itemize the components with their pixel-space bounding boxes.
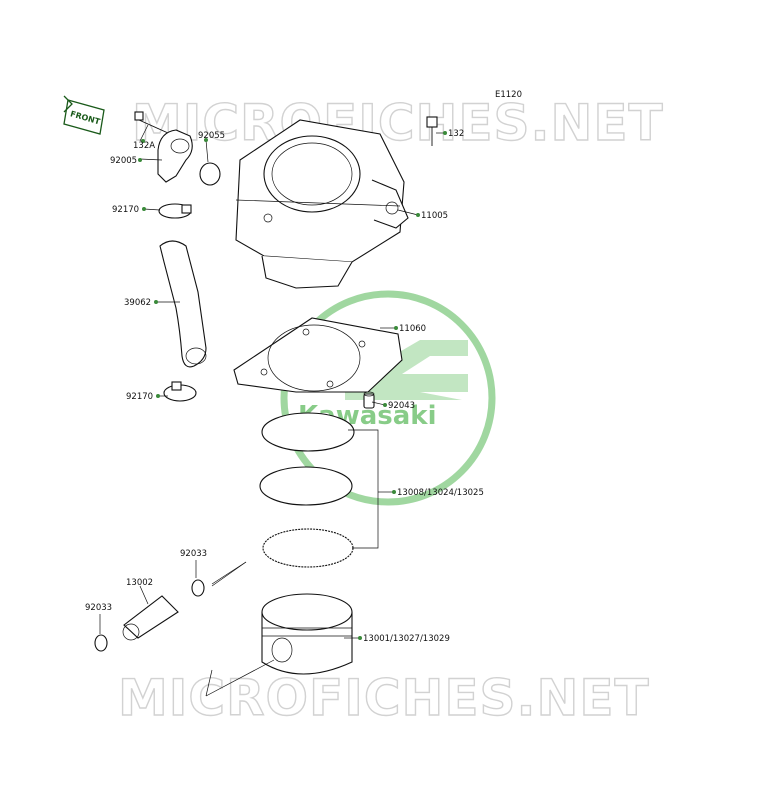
label-13002: 13002 (126, 578, 153, 588)
label-132a: 132A (133, 141, 155, 151)
ref-code: E1120 (495, 90, 522, 100)
hose-clamp-top-icon (158, 203, 192, 219)
label-92033-left: 92033 (85, 603, 112, 613)
snap-ring-right-icon (191, 579, 205, 597)
label-92005: 92005 (110, 156, 137, 166)
label-132: 132 (448, 129, 464, 139)
label-13008: 13008/13024/13025 (397, 488, 484, 498)
leader-lines (99, 124, 445, 639)
snap-ring-left-icon (94, 634, 108, 652)
water-fitting-icon (157, 129, 193, 183)
bolt-132-icon (426, 116, 438, 146)
piston-pin-icon (122, 595, 179, 641)
cylinder-gasket-icon (233, 317, 403, 393)
coolant-hose-icon (159, 240, 207, 368)
dowel-pin-icon (363, 391, 375, 409)
label-13001: 13001/13027/13029 (363, 634, 450, 644)
hose-clamp-bottom-icon (163, 381, 197, 402)
label-11060: 11060 (399, 324, 426, 334)
cylinder-block-icon (235, 119, 409, 289)
label-11005: 11005 (421, 211, 448, 221)
label-92033-right: 92033 (180, 549, 207, 559)
front-arrow-icon: FRONT (63, 95, 105, 135)
watermark-top: MICROFICHES.NET (132, 94, 664, 152)
o-ring-icon (199, 162, 221, 186)
label-39062: 39062 (124, 298, 151, 308)
oil-ring-icon (262, 528, 354, 568)
piston-ring-second-icon (259, 466, 353, 506)
label-92055: 92055 (198, 131, 225, 141)
label-92170-bottom: 92170 (126, 392, 153, 402)
piston-ring-top-icon (261, 412, 355, 452)
label-92170-top: 92170 (112, 205, 139, 215)
bolt-132a-icon (134, 111, 169, 134)
piston-icon (261, 593, 353, 675)
watermark-bottom: MICROFICHES.NET (118, 669, 650, 727)
label-92043: 92043 (388, 401, 415, 411)
